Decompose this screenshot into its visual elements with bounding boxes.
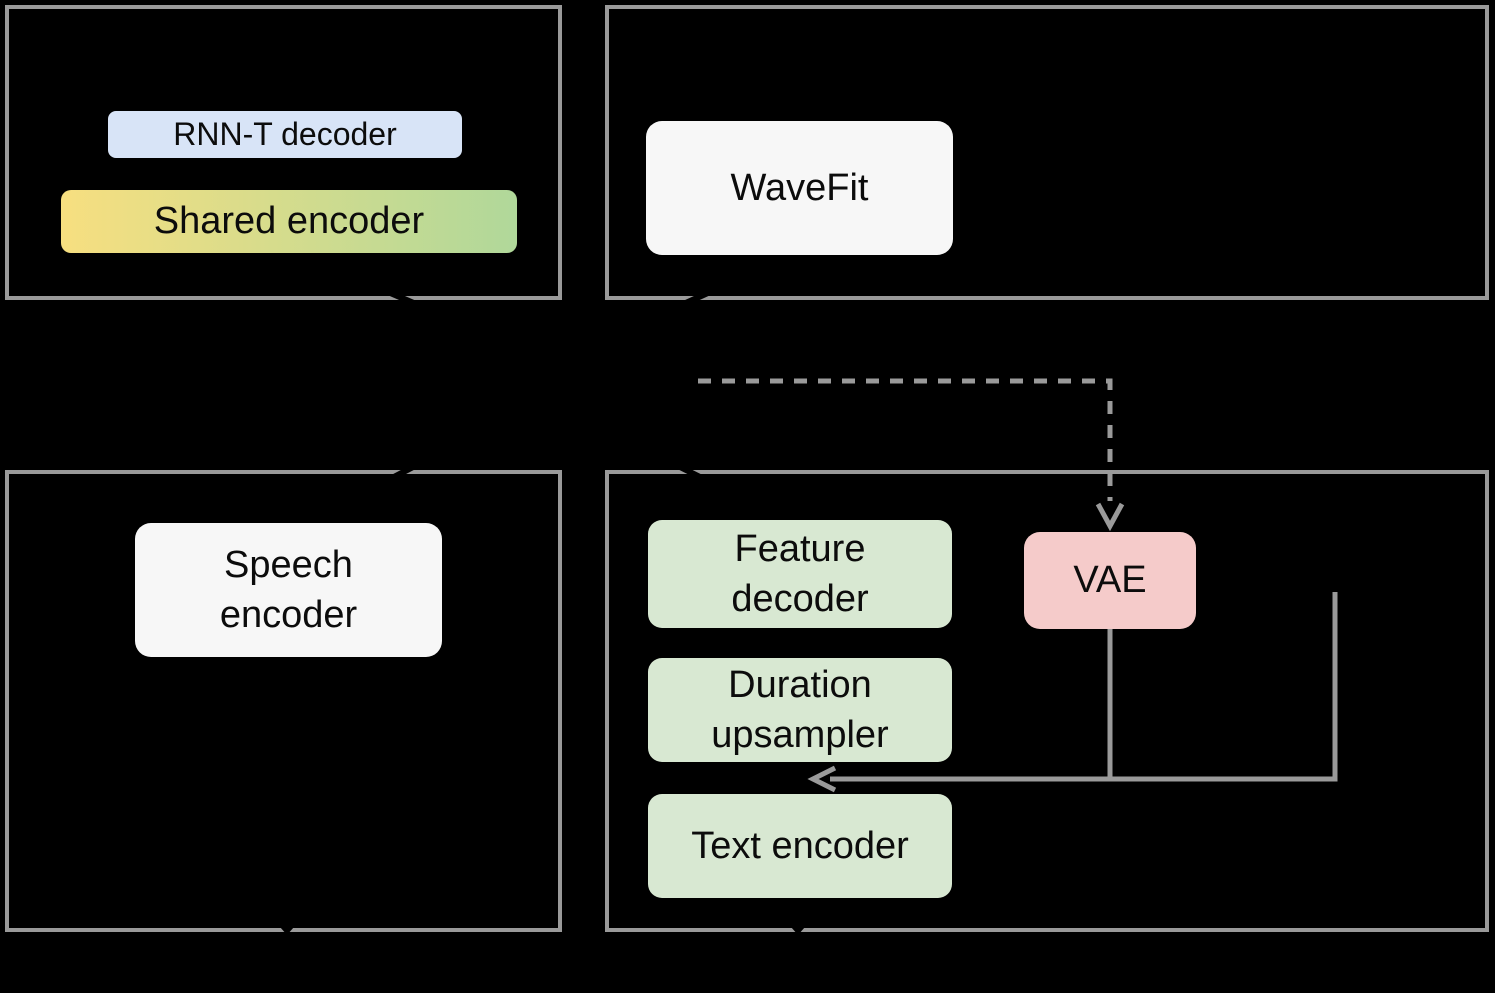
shared-encoder-label: Shared encoder xyxy=(153,200,425,243)
arrowhead-left-icon xyxy=(807,765,837,793)
speech-encoder-block: Speech encoder xyxy=(135,523,442,657)
dashed-arrow-to-vae xyxy=(698,378,1113,501)
duration-upsampler-block: Duration upsampler xyxy=(648,658,952,762)
notch-bottom-right-panel xyxy=(791,927,805,935)
feature-decoder-label: Feature decoder xyxy=(731,527,869,620)
shared-encoder-block: Shared encoder xyxy=(61,190,517,253)
duration-upsampler-label: Duration upsampler xyxy=(711,663,889,756)
feedback-elbow-line xyxy=(830,592,1338,782)
text-encoder-label: Text encoder xyxy=(691,824,909,867)
wavefit-label: WaveFit xyxy=(730,166,869,209)
callout-tail-top-left xyxy=(386,289,425,310)
vae-block: VAE xyxy=(1024,532,1196,629)
vae-label: VAE xyxy=(1073,559,1147,602)
rnnt-decoder-label: RNN-T decoder xyxy=(173,116,397,153)
feature-decoder-block: Feature decoder xyxy=(648,520,952,628)
callout-tail-bottom-right xyxy=(676,463,706,482)
notch-bottom-left-panel xyxy=(280,927,294,935)
speech-encoder-label: Speech encoder xyxy=(219,543,358,636)
callout-tail-top-right xyxy=(675,289,712,310)
arrowhead-down-icon xyxy=(1095,502,1125,532)
callout-tail-bottom-left xyxy=(388,463,417,482)
rnnt-decoder-block: RNN-T decoder xyxy=(108,111,462,158)
wavefit-block: WaveFit xyxy=(646,121,953,255)
text-encoder-block: Text encoder xyxy=(648,794,952,898)
